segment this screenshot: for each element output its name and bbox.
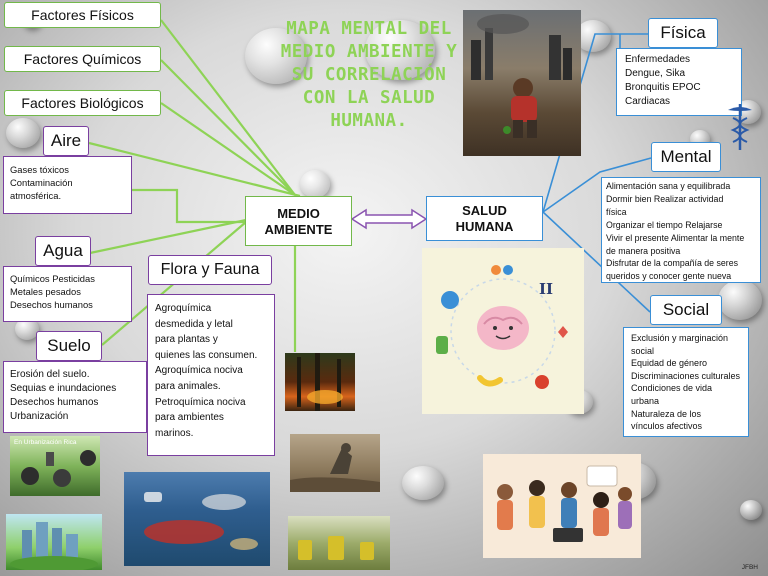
agua-item: Metales pesados xyxy=(10,285,125,298)
social-item: social xyxy=(631,345,741,358)
mental-item: Dormir bien Realizar actividad xyxy=(606,193,756,206)
suelo-item: Erosión del suelo. xyxy=(10,368,140,382)
medio-ambiente-label: MEDIO AMBIENTE xyxy=(265,206,333,237)
social-item: Naturaleza de los xyxy=(631,408,741,421)
agua-item: Químicos Pesticidas xyxy=(10,272,125,285)
factor-fisicos: Factores Físicos xyxy=(4,2,161,28)
aire-item: Contaminación xyxy=(10,176,125,189)
page-title: MAPA MENTAL DEL MEDIO AMBIENTE Y SU CORR… xyxy=(276,18,462,133)
mental-label: Mental xyxy=(651,142,721,172)
suelo-list: Erosión del suelo. Sequias e inundacione… xyxy=(3,361,147,433)
urbanization-photo: En Urbanización Rica xyxy=(10,436,100,496)
mental-list: Alimentación sana y equilibrada Dormir b… xyxy=(601,177,761,283)
agua-list: Químicos Pesticidas Metales pesados Dese… xyxy=(3,266,132,322)
mental-item: Disfrutar de la compañía de seres xyxy=(606,257,756,270)
mental-item: física xyxy=(606,206,756,219)
dry-land-animal-photo xyxy=(290,434,380,492)
social-item: urbana xyxy=(631,395,741,408)
suelo-item: Desechos humanos xyxy=(10,396,140,410)
flora-item: Petroquímica nociva xyxy=(155,395,267,411)
agua-label: Agua xyxy=(35,236,91,266)
mental-item: Alimentación sana y equilibrada xyxy=(606,180,756,193)
green-city-photo xyxy=(6,514,102,570)
mental-item: Organizar el tiempo Relajarse xyxy=(606,219,756,232)
social-item: Discriminaciones culturales xyxy=(631,370,741,383)
social-item: Condiciones de vida xyxy=(631,382,741,395)
flora-item: quienes las consumen. xyxy=(155,348,267,364)
flora-item: para animales. xyxy=(155,379,267,395)
fisica-item: Cardiacas xyxy=(625,95,733,109)
suelo-item: Urbanización xyxy=(10,410,140,424)
flora-item: marinos. xyxy=(155,426,267,442)
flora-label: Flora y Fauna xyxy=(148,255,272,285)
agua-item: Desechos humanos xyxy=(10,298,125,311)
mental-item: queridos y conocer gente nueva xyxy=(606,270,756,283)
polluted-city-child-photo xyxy=(463,10,581,156)
polluted-water-photo xyxy=(124,472,270,566)
fisica-list: Enfermedades Dengue, Sika Bronquitis EPO… xyxy=(616,48,742,116)
aire-label: Aire xyxy=(43,126,89,156)
aire-item: Gases tóxicos xyxy=(10,163,125,176)
flora-item: Agroquímica xyxy=(155,301,267,317)
social-item: vínculos afectivos xyxy=(631,420,741,433)
fisica-item: Dengue, Sika xyxy=(625,67,733,81)
photo-caption: En Urbanización Rica xyxy=(14,439,77,446)
flora-item: Agroquímica nociva xyxy=(155,363,267,379)
credit-text: JFBH xyxy=(742,564,758,571)
toxic-barrels-photo xyxy=(288,516,390,570)
salud-humana-box: SALUD HUMANA xyxy=(426,196,543,241)
social-label: Social xyxy=(650,295,722,325)
social-list: Exclusión y marginación social Equidad d… xyxy=(623,327,749,437)
flora-item: para plantas y xyxy=(155,332,267,348)
fisica-item: Bronquitis EPOC xyxy=(625,81,733,95)
medio-ambiente-box: MEDIO AMBIENTE xyxy=(245,196,352,246)
mental-item: Vivir el presente Alimentar la mente xyxy=(606,232,756,245)
mental-item: de manera positiva xyxy=(606,245,756,258)
aire-list: Gases tóxicos Contaminación atmosférica. xyxy=(3,156,132,214)
flora-item: para ambientes xyxy=(155,410,267,426)
social-item: Exclusión y marginación xyxy=(631,332,741,345)
fisica-item: Enfermedades xyxy=(625,53,733,67)
caduceus-icon xyxy=(725,100,755,152)
social-item: Equidad de género xyxy=(631,357,741,370)
brain-symbol: II xyxy=(539,280,553,298)
suelo-item: Sequias e inundaciones xyxy=(10,382,140,396)
aire-item: atmosférica. xyxy=(10,189,125,202)
suelo-label: Suelo xyxy=(36,331,102,361)
salud-humana-label: SALUD HUMANA xyxy=(456,203,514,234)
factor-quimicos: Factores Químicos xyxy=(4,46,161,72)
factor-biologicos: Factores Biológicos xyxy=(4,90,161,116)
brain-wellness-illustration: II xyxy=(422,248,584,414)
fisica-label: Física xyxy=(648,18,718,48)
social-group-illustration xyxy=(483,454,641,558)
forest-fire-photo xyxy=(285,353,355,411)
flora-item: desmedida y letal xyxy=(155,317,267,333)
flora-list: Agroquímica desmedida y letal para plant… xyxy=(147,294,275,456)
